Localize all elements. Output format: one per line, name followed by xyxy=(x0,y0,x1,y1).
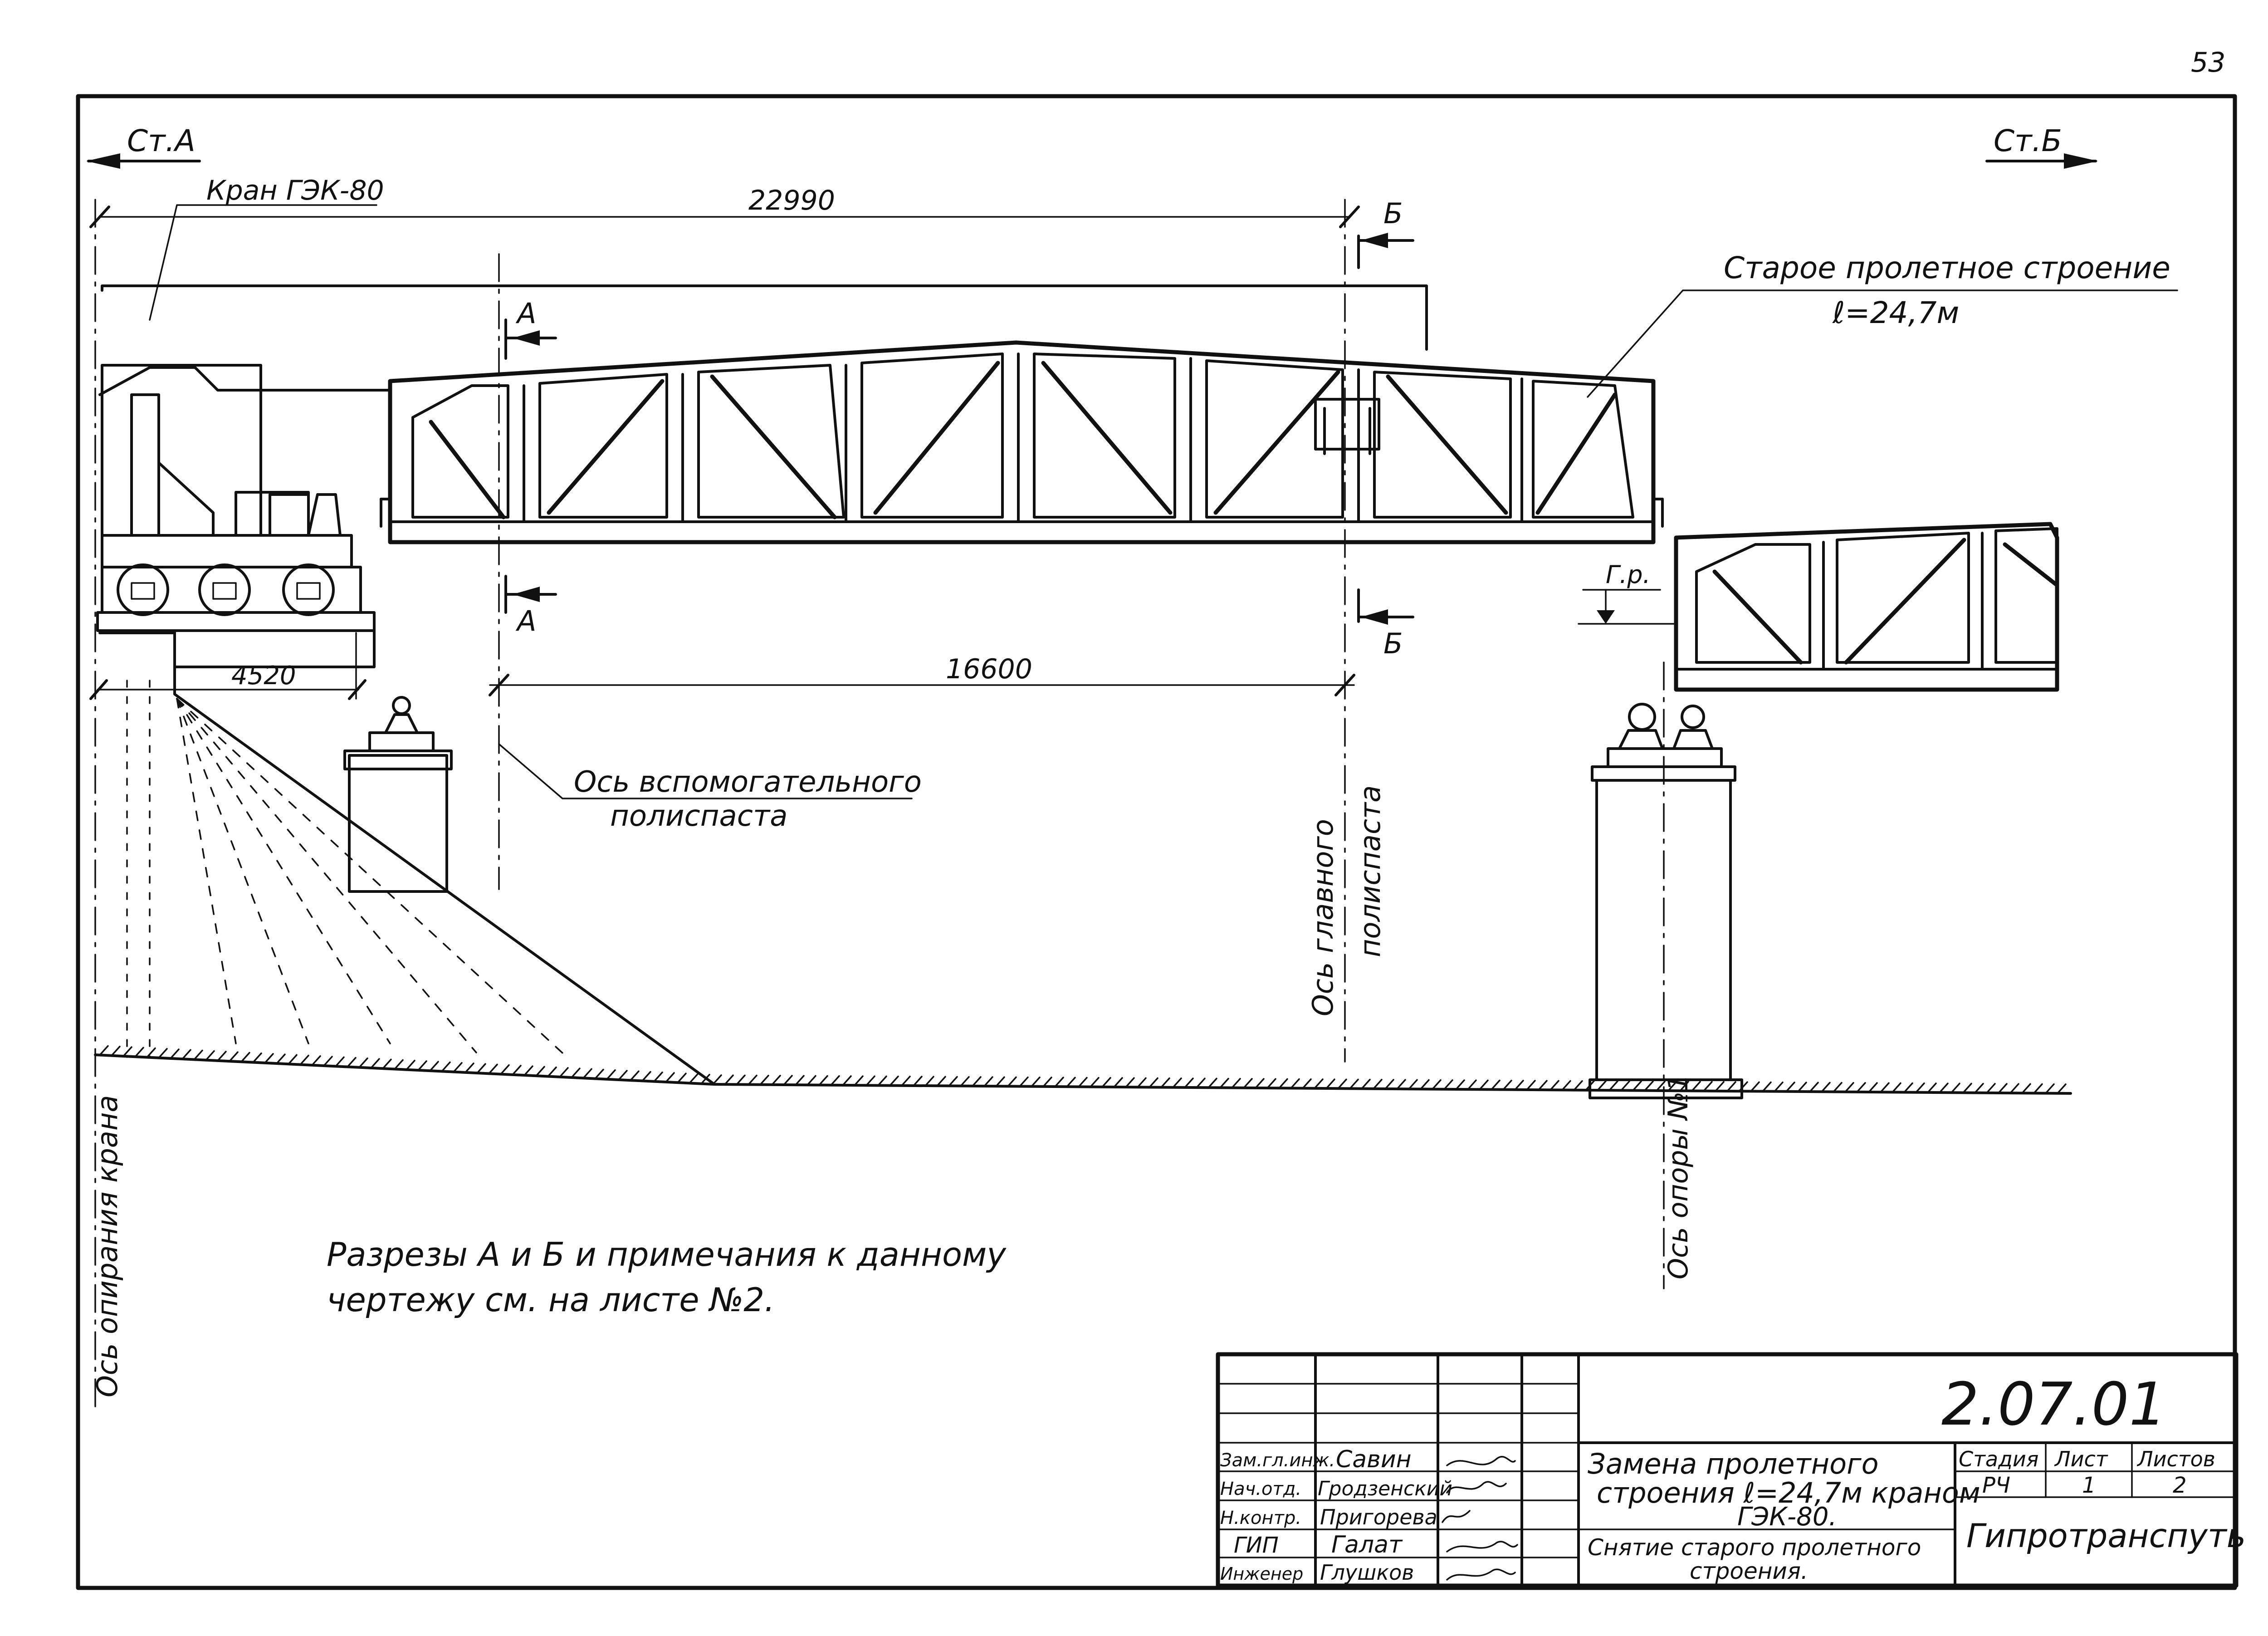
dimension-hoist-span-value: 16600 xyxy=(946,653,1032,685)
abutment-pier xyxy=(343,696,453,893)
direction-right-label: Ст.Б xyxy=(1994,123,2062,158)
drawing-frame xyxy=(76,94,2237,1590)
section-marker-a-bottom: А xyxy=(504,575,557,637)
section-a-label-bottom: А xyxy=(515,604,536,637)
page-number: 53 xyxy=(2191,47,2225,78)
staff-name-5: Глушков xyxy=(1320,1560,1414,1585)
sheets-header: Листов xyxy=(2136,1447,2215,1471)
crane-boom-outline xyxy=(101,284,1428,351)
section-b-label-bottom: Б xyxy=(1383,627,1403,660)
staff-role-2: Нач.отд. xyxy=(1220,1479,1301,1499)
title-line1: Замена пролетного xyxy=(1588,1447,1879,1480)
level-mark: Г.р. xyxy=(1578,560,1677,625)
subtitle-line1: Снятие старого пролетного xyxy=(1588,1534,1921,1561)
sheet-value: 1 xyxy=(2082,1473,2096,1498)
title-line2: строения ℓ=24,7м краном xyxy=(1597,1476,1980,1509)
crane-label: Кран ГЭК-80 xyxy=(206,175,384,206)
dimension-crane-span-value: 22990 xyxy=(748,185,835,216)
sheets-value: 2 xyxy=(2173,1473,2187,1498)
staff-role-3: Н.контр. xyxy=(1220,1508,1301,1528)
main-truss-span xyxy=(380,340,1664,544)
section-b-label-top: Б xyxy=(1383,197,1403,230)
arrow-left-icon xyxy=(86,153,201,169)
old-span-label: Старое пролетное строение xyxy=(1724,250,2170,285)
existing-truss-span xyxy=(1674,522,2059,692)
note-line2: чертежу см. на листе №2. xyxy=(327,1281,775,1319)
staff-name-4: Галат xyxy=(1331,1531,1403,1558)
staff-role-4: ГИП xyxy=(1234,1533,1279,1558)
title-line3: ГЭК-80. xyxy=(1737,1502,1837,1532)
section-a-label-top: А xyxy=(515,297,536,330)
dimension-support-offset: 4520 xyxy=(89,632,367,700)
staff-name-3: Пригорева xyxy=(1320,1505,1437,1529)
sheet-header: Лист xyxy=(2054,1447,2108,1471)
staff-role-5: Инженер xyxy=(1220,1564,1303,1584)
ground-line xyxy=(94,1045,2072,1095)
arrow-right-icon xyxy=(1985,153,2098,169)
dimension-support-offset-value: 4520 xyxy=(231,661,296,691)
crane-carriage xyxy=(96,364,376,668)
aux-hoist-label-line2: полиспаста xyxy=(610,799,787,833)
section-marker-a-top: А xyxy=(504,297,557,360)
pier-1 xyxy=(1589,703,1743,1099)
old-span-leader xyxy=(1587,289,2178,398)
aux-hoist-label-line1: Ось вспомогательного xyxy=(574,765,922,799)
pier-1-axis-label: Ось опоры №1 xyxy=(1662,1074,1694,1279)
main-hoist-label-line1: Ось главного xyxy=(1306,819,1339,1016)
note-line1: Разрезы А и Б и примечания к данному xyxy=(327,1235,1007,1274)
subtitle-line2: строения. xyxy=(1690,1558,1808,1584)
dimension-hoist-span: 16600 xyxy=(489,653,1355,696)
main-hoist-label-line2: полиспаста xyxy=(1354,785,1387,957)
crane-label-leader xyxy=(149,204,377,321)
embankment xyxy=(98,632,716,1086)
section-marker-b-bottom: Б xyxy=(1357,588,1414,660)
crane-support-axis-label: Ось опирания крана xyxy=(91,1095,124,1397)
direction-left-label: Ст.А xyxy=(127,123,196,158)
section-marker-b-top: Б xyxy=(1357,197,1414,269)
old-span-length: ℓ=24,7м xyxy=(1832,295,1959,330)
level-mark-label: Г.р. xyxy=(1606,560,1651,589)
drawing-number: 2.07.01 xyxy=(1941,1370,2166,1439)
staff-name-1: Савин xyxy=(1336,1446,1412,1473)
signatures xyxy=(1442,1456,1518,1581)
stage-header: Стадия xyxy=(1959,1447,2038,1471)
aux-hoist-leader xyxy=(498,743,913,799)
staff-role-1: Зам.гл.инж. xyxy=(1220,1450,1335,1471)
title-block: 2.07.01 Зам.гл.инж. Савин Нач.отд. Гродз… xyxy=(1216,1352,2246,1588)
dimension-crane-span: 22990 xyxy=(89,185,1360,228)
stage-value: РЧ xyxy=(1982,1473,2010,1498)
background-silhouette xyxy=(98,366,391,396)
staff-name-2: Гродзенский xyxy=(1318,1477,1452,1500)
organization-name: Гипротранспуть xyxy=(1966,1517,2246,1555)
